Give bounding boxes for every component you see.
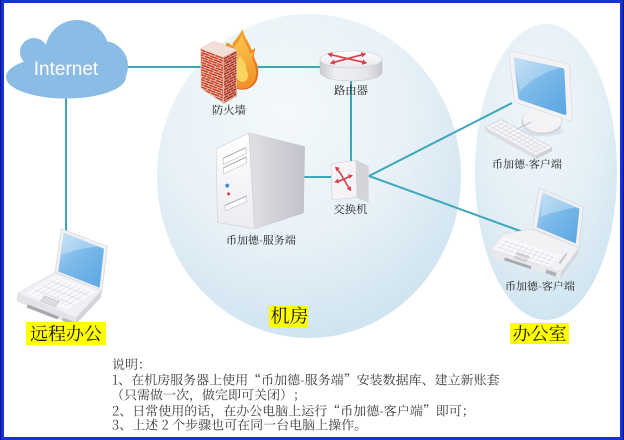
svg-text:Internet: Internet bbox=[34, 59, 99, 80]
